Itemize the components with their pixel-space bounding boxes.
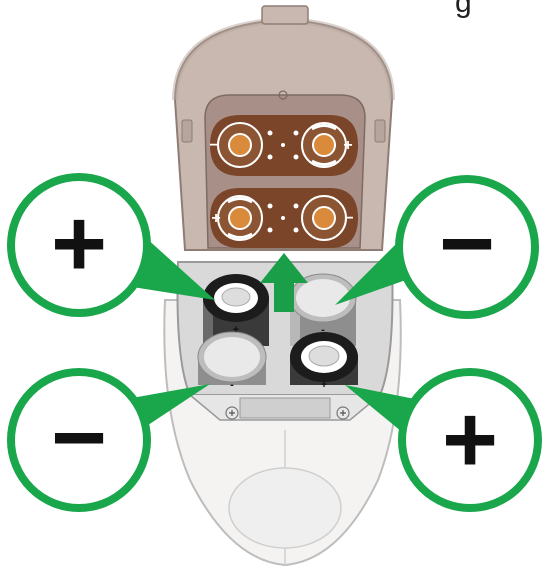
- callout-bottom-left-symbol: −: [51, 384, 107, 491]
- battery-bottom-left: -: [198, 332, 266, 391]
- svg-text:−: −: [344, 210, 353, 227]
- battery-bottom-right: +: [290, 332, 358, 391]
- callout-bottom-right-symbol: +: [442, 386, 498, 493]
- battery-bottom-left-mark: -: [230, 379, 234, 391]
- screw-icon: [337, 407, 349, 419]
- battery-bottom-right-mark: +: [321, 379, 327, 391]
- callout-top-right-symbol: −: [439, 190, 495, 297]
- svg-text:−: −: [209, 137, 218, 154]
- battery-lid: − + + −: [175, 6, 392, 250]
- svg-text:+: +: [343, 137, 352, 154]
- svg-text:+: +: [211, 210, 220, 227]
- screw-icon: [226, 407, 238, 419]
- body-button: [229, 468, 341, 548]
- callout-top-left-symbol: +: [51, 190, 107, 297]
